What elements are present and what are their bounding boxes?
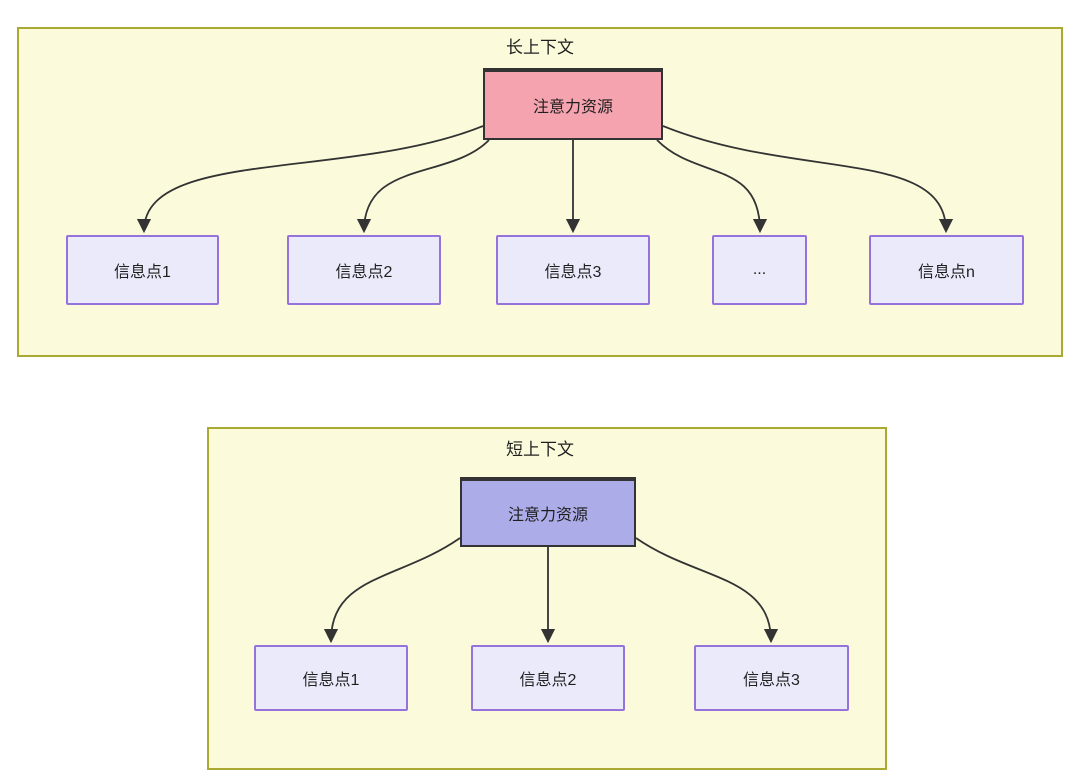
info-point-node-ellipsis: ... — [712, 235, 807, 305]
info-point-node: 信息点1 — [66, 235, 219, 305]
attention-resource-node-long: 注意力资源 — [483, 68, 663, 140]
info-point-node: 信息点2 — [471, 645, 625, 711]
info-point-node: 信息点2 — [287, 235, 441, 305]
info-point-node: 信息点1 — [254, 645, 408, 711]
long-context-title: 长上下文 — [506, 38, 574, 57]
info-point-node: 信息点3 — [496, 235, 650, 305]
info-point-node: 信息点3 — [694, 645, 849, 711]
info-point-node: 信息点n — [869, 235, 1024, 305]
attention-resource-node-short: 注意力资源 — [460, 477, 636, 547]
short-context-title: 短上下文 — [506, 440, 574, 459]
